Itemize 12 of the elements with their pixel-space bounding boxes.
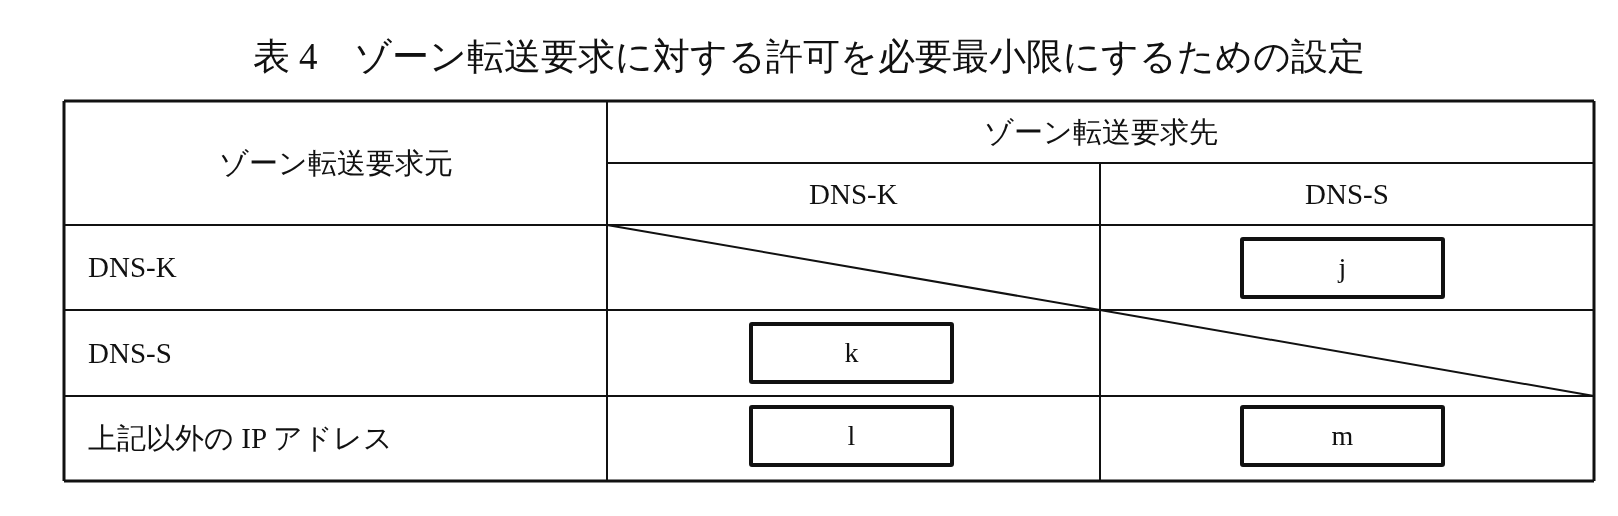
answer-box: j	[1240, 237, 1445, 299]
column-subheader: DNS-K	[809, 179, 898, 209]
answer-box: l	[749, 405, 954, 467]
answer-box: k	[749, 322, 954, 384]
row-label: DNS-K	[88, 253, 177, 282]
column-subheader: DNS-S	[1305, 179, 1389, 209]
column-header: ゾーン転送要求先	[983, 117, 1218, 147]
row-label: DNS-S	[88, 338, 172, 368]
column-header: ゾーン転送要求元	[218, 148, 453, 178]
row-label: 上記以外の IP アドレス	[88, 424, 394, 453]
table-title: 表 4 ゾーン転送要求に対する許可を必要最小限にするための設定	[251, 38, 1367, 75]
answer-box: m	[1240, 405, 1445, 467]
